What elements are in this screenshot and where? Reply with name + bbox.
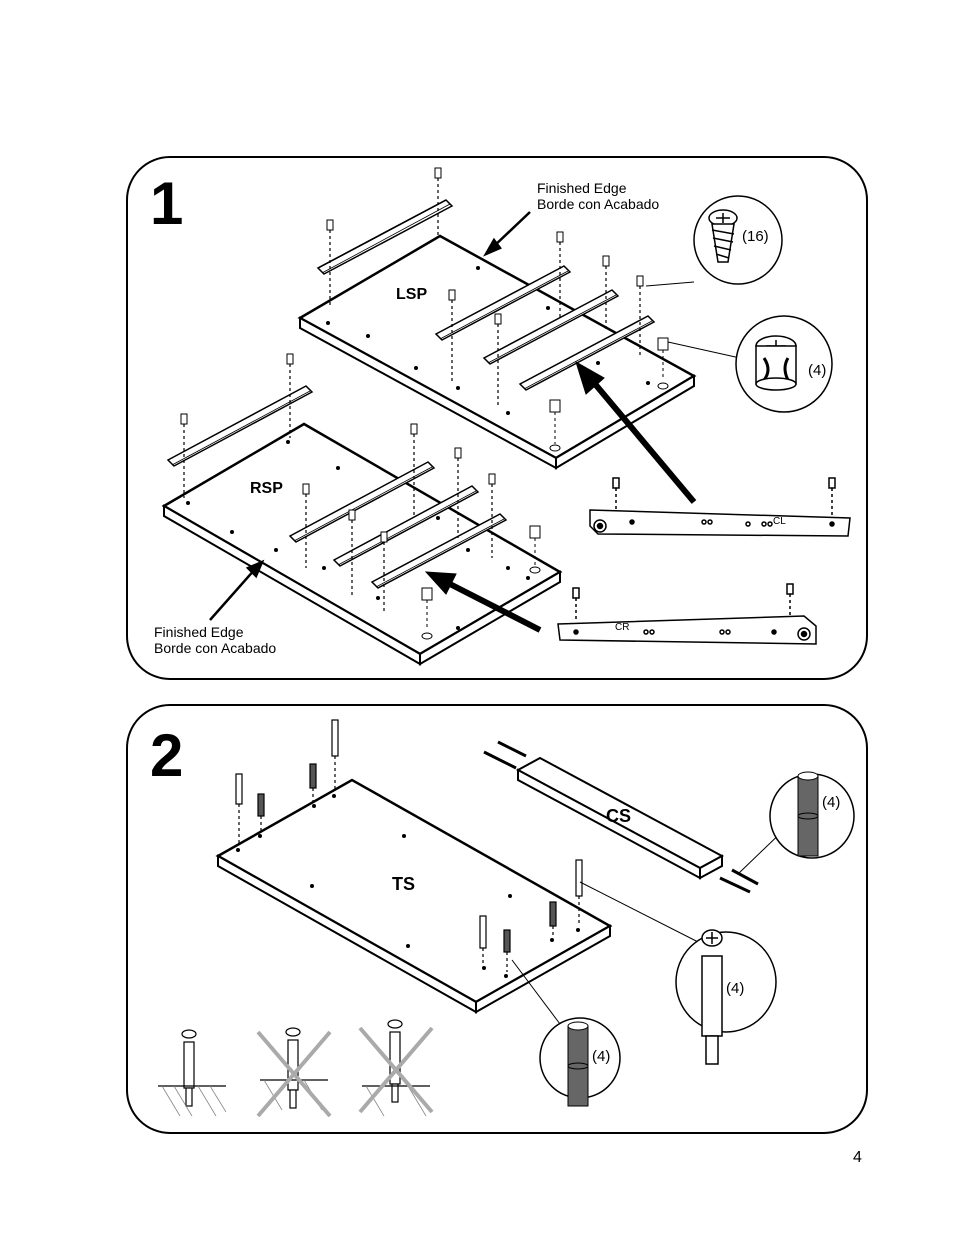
cam-lock-quantity: (4)	[808, 362, 827, 379]
panel-label-ts: TS	[392, 874, 416, 894]
step-number: 2	[150, 722, 184, 789]
drawer-rail-icon	[434, 265, 572, 341]
rail-tag-cl: CL	[773, 516, 786, 527]
cam-post-icon	[675, 929, 777, 1065]
drawer-rail-icon	[518, 315, 656, 391]
cam-post-icon	[260, 1027, 328, 1111]
cs-board	[515, 756, 725, 880]
cam-post-quantity: (4)	[726, 980, 745, 997]
step-number: 1	[150, 170, 184, 237]
dowel-quantity: (4)	[592, 1048, 611, 1065]
screw-quantity: (16)	[742, 228, 769, 245]
finished-edge-label-top: Finished Edge Borde con Acabado	[537, 180, 659, 212]
drawer-rail-icon	[166, 385, 314, 467]
finished-edge-label-bottom: Finished Edge Borde con Acabado	[154, 624, 276, 656]
finished-edge-text-es: Borde con Acabado	[537, 196, 660, 212]
cam-lock-icon	[735, 315, 833, 413]
drawer-rail-icon	[557, 583, 817, 645]
screw-icon	[693, 195, 783, 285]
cross-mark-icon	[256, 1030, 332, 1118]
drawer-rail-icon	[316, 199, 454, 275]
wood-dowel-icon	[539, 1017, 621, 1107]
finished-edge-text-es: Borde con Acabado	[154, 640, 277, 656]
step-1-panel: 1	[126, 156, 868, 680]
step-2-panel: 2	[126, 704, 868, 1134]
drawer-rail-icon	[589, 477, 851, 537]
finished-edge-text: Finished Edge	[537, 180, 627, 196]
panel-label-lsp: LSP	[396, 286, 428, 303]
page-number: 4	[853, 1149, 862, 1166]
panel-label-rsp: RSP	[250, 480, 283, 497]
drawer-rail-icon	[482, 289, 620, 365]
drawer-rail-icon	[332, 485, 480, 567]
cam-post-icon	[158, 1029, 227, 1117]
step-1-illustration	[161, 167, 851, 666]
drawer-rail-icon	[370, 513, 508, 589]
ts-board	[215, 778, 613, 1014]
drawer-rail-icon	[288, 461, 436, 543]
rail-tag-cr: CR	[615, 622, 630, 633]
panel-label-cs: CS	[606, 806, 632, 826]
finished-edge-text: Finished Edge	[154, 624, 244, 640]
wood-dowel-icon	[769, 771, 855, 859]
dowel-quantity: (4)	[822, 794, 841, 811]
cam-post-icon	[362, 1019, 430, 1117]
rsp-board	[161, 422, 563, 666]
cross-mark-icon	[358, 1026, 434, 1114]
step-2-illustration	[158, 719, 855, 1118]
